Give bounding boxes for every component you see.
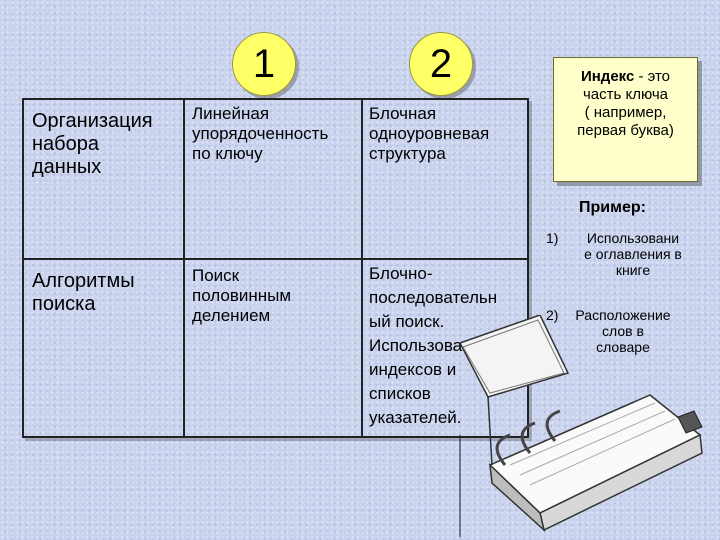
example-item-number: 2) <box>546 307 559 323</box>
note-line: ( например, <box>584 104 667 121</box>
badge-number: 1 <box>252 41 276 86</box>
column-1-badge: 1 <box>232 32 296 96</box>
note-term-rest: - это <box>634 68 671 85</box>
cell-block-sequential-search: Блочно- последовательн ый поиск. Использ… <box>369 264 498 427</box>
note-line: первая буква) <box>577 122 674 139</box>
row-header-organization: Организация набора данных <box>32 110 153 178</box>
example-item-text: Использовани е оглавления в книге <box>584 230 682 278</box>
index-definition-note: Индекс - это часть ключа ( например, пер… <box>553 57 698 182</box>
cell-linear-ordering: Линейная упорядоченность по ключу <box>192 104 329 163</box>
badge-number: 2 <box>429 41 453 86</box>
row-header-search-algorithms: Алгоритмы поиска <box>32 270 135 315</box>
table-divider <box>24 258 527 260</box>
note-first-line: Индекс - это <box>554 68 697 86</box>
example-title: Пример: <box>579 199 646 216</box>
comparison-table: Организация набора данных Линейная упоря… <box>22 98 529 438</box>
cell-binary-search: Поиск половинным делением <box>192 266 292 325</box>
column-2-badge: 2 <box>409 32 473 96</box>
example-item-number: 1) <box>546 230 559 246</box>
note-line: часть ключа <box>582 86 669 103</box>
table-divider <box>361 100 363 436</box>
book-illustration <box>458 315 703 537</box>
note-term: Индекс <box>580 68 635 85</box>
table-divider <box>183 100 185 436</box>
example-item-text: Расположение слов в словаре <box>575 307 671 355</box>
cell-block-structure: Блочная одноуровневая структура <box>369 104 490 163</box>
